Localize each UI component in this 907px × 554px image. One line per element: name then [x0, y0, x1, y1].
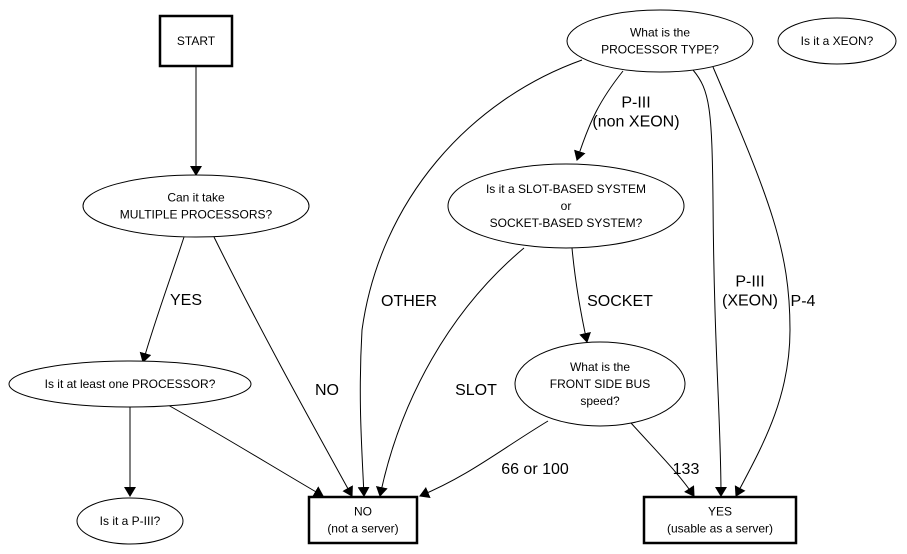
decision-ellipse: [777, 17, 897, 65]
edge-label-proctype-to-yes: P-III (XEON): [722, 274, 778, 310]
node-p3q: Is it a P-III?: [76, 497, 184, 545]
edge-label-proctype-to-slotsocket: P-III (non XEON): [592, 95, 679, 131]
node-label-line: (not a server): [327, 522, 398, 536]
node-label-line: Is it a XEON?: [801, 34, 874, 48]
edge-label-line: (XEON): [722, 293, 778, 310]
node-label-line: PROCESSOR TYPE?: [601, 43, 719, 57]
node-label-line: What is the: [570, 360, 630, 374]
node-label-line: START: [177, 34, 216, 48]
node-label: Is it a P-III?: [100, 514, 161, 528]
node-label: Is it a XEON?: [801, 34, 874, 48]
edge-slotsocket-to-no: [375, 247, 525, 497]
node-label-line: MULTIPLE PROCESSORS?: [120, 208, 273, 222]
decision-ellipse: [8, 360, 252, 408]
edge-label-fsb-to-yes: 133: [673, 461, 700, 478]
edge-label-line: YES: [170, 292, 202, 309]
node-atleast: Is it at least one PROCESSOR?: [8, 360, 252, 408]
decision-ellipse: [566, 9, 754, 73]
edge-slotsocket-to-fsb: [571, 247, 591, 343]
node-label-line: Is it at least one PROCESSOR?: [45, 377, 216, 391]
node-label-line: (usable as a server): [667, 522, 773, 536]
node-label-line: NO: [354, 505, 372, 519]
edge-label-multi-to-atleast: YES: [170, 292, 202, 309]
edge-proctype-to-yes: [712, 66, 791, 497]
edge-label-line: 66 or 100: [501, 461, 569, 478]
edge-label-line: SLOT: [455, 382, 497, 399]
edge-label-proctype-to-yes: P-4: [791, 293, 816, 310]
node-label: Is it at least one PROCESSOR?: [45, 377, 216, 391]
edge-label-line: 133: [673, 461, 700, 478]
node-label: YES (usable as a server): [667, 505, 773, 536]
node-label-line: or: [561, 199, 572, 213]
edge-label-line: OTHER: [381, 293, 437, 310]
edge-label-line: (non XEON): [592, 114, 679, 131]
edge-atleast-to-no: [167, 404, 324, 497]
edge-label-slotsocket-to-fsb: SOCKET: [587, 293, 653, 310]
node-xeonq: Is it a XEON?: [777, 17, 897, 65]
node-start: START: [158, 14, 234, 68]
edge-label-fsb-to-no: 66 or 100: [501, 461, 569, 478]
node-label-line: YES: [708, 505, 732, 519]
edge-label-line: NO: [315, 382, 339, 399]
node-label-line: Is it a P-III?: [100, 514, 161, 528]
node-label-line: speed?: [580, 394, 620, 408]
decision-ellipse: [76, 497, 184, 545]
edge-fsb-to-yes: [630, 422, 695, 497]
edge-label-slotsocket-to-no: SLOT: [455, 382, 497, 399]
edge-label-line: P-4: [791, 293, 816, 310]
node-no: NO (not a server): [307, 495, 419, 545]
node-label: NO (not a server): [327, 505, 398, 536]
edge-multi-to-atleast: [139, 236, 185, 363]
terminal-box: [158, 14, 234, 68]
node-yes: YES (usable as a server): [642, 495, 798, 545]
edge-fsb-to-no: [419, 420, 549, 499]
edges-layer: [124, 59, 791, 499]
edge-multi-to-no: [213, 236, 353, 497]
decision-ellipse: [514, 341, 686, 427]
decision-ellipse: [447, 163, 685, 249]
edge-label-line: SOCKET: [587, 293, 653, 310]
edge-label-proctype-to-no: OTHER: [381, 293, 437, 310]
terminal-box: [307, 495, 419, 545]
edge-label-line: P-III: [735, 274, 764, 291]
edge-proctype-to-slotsocket: [574, 70, 624, 161]
edge-proctype-to-no: [357, 59, 583, 497]
edge-label-line: P-III: [621, 95, 650, 112]
decision-ellipse: [82, 174, 310, 238]
node-label-line: Is it a SLOT-BASED SYSTEM: [486, 182, 646, 196]
node-label-line: SOCKET-BASED SYSTEM?: [490, 216, 643, 230]
node-label-line: What is the: [630, 26, 690, 40]
terminal-box: [642, 495, 798, 545]
node-label-line: Can it take: [167, 191, 225, 205]
node-label-line: FRONT SIDE BUS: [550, 377, 650, 391]
edge-label-multi-to-no: NO: [315, 382, 339, 399]
edge-proctype-to-yes: [692, 69, 727, 497]
node-label: START: [177, 34, 216, 48]
